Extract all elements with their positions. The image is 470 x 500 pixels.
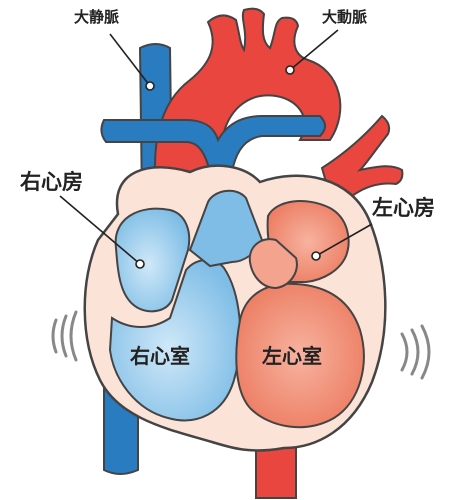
aorta-label: 大動脈	[322, 10, 367, 25]
right-atrium-label: 右心房	[20, 172, 83, 193]
left-ventricle-label: 左心室	[262, 346, 322, 366]
vena-cava-label: 大静脈	[74, 10, 119, 25]
left-atrium-label: 左心房	[372, 198, 435, 219]
vibration-left-icon	[53, 312, 76, 360]
right-ventricle-label: 右心室	[130, 346, 190, 366]
vibration-right-icon	[402, 326, 429, 378]
